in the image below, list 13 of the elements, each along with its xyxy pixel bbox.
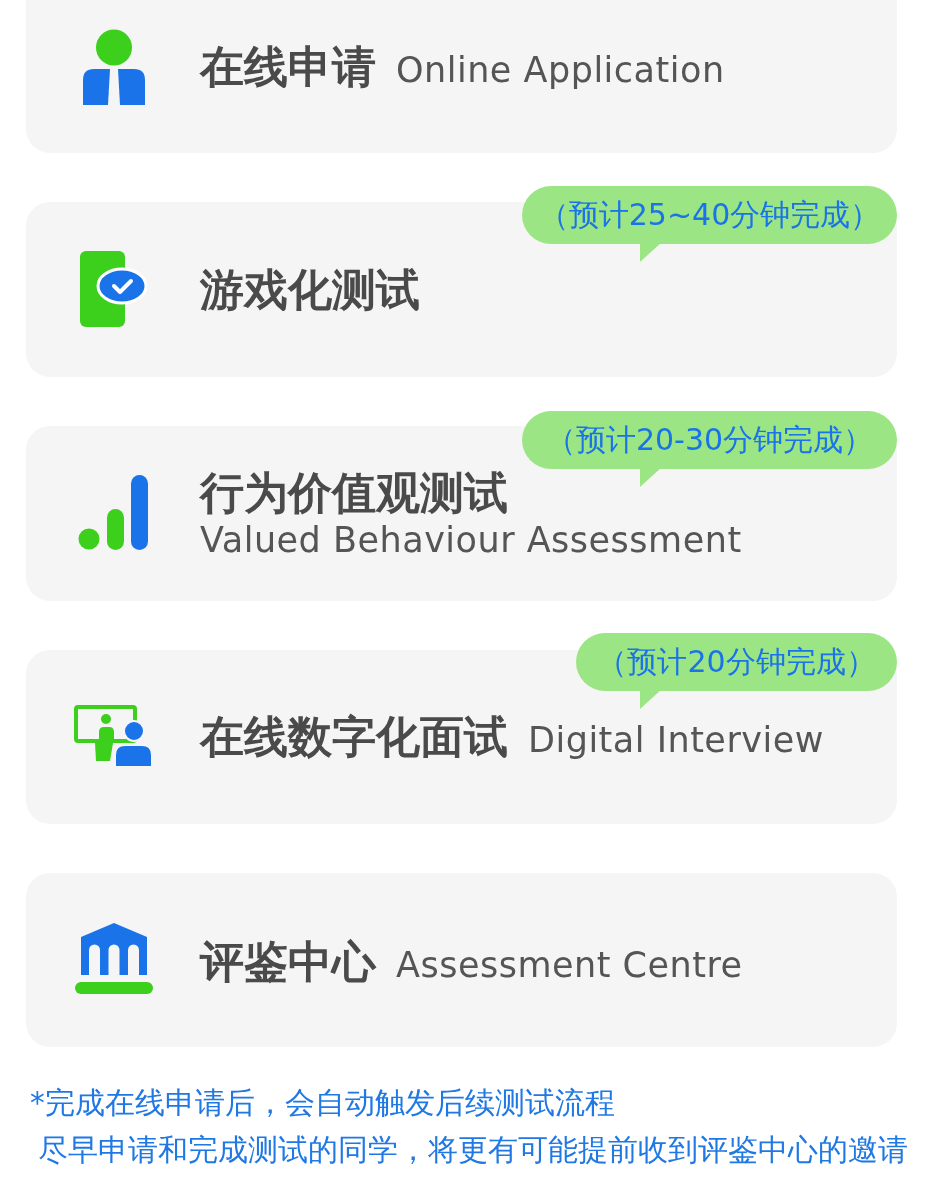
footnote: *完成在线申请后，会自动触发后续测试流程 [30,1086,615,1122]
step-subtitle: Valued Behaviour Assessment [200,520,742,561]
step-title: 行为价值观测试 [200,467,508,519]
step-title: 游戏化测试 [200,264,420,316]
step-title: 在线申请 [200,41,376,93]
step-subtitle: Online Application [396,49,725,90]
step-card [26,0,897,153]
step-subtitle: Digital Interview [528,719,824,760]
footnote: 尽早申请和完成测试的同学，将更有可能提前收到评鉴中心的邀请 [38,1133,908,1169]
step-title: 评鉴中心 [200,936,376,988]
step-card [26,873,897,1047]
step-subtitle: Assessment Centre [396,944,743,985]
step-title: 在线数字化面试 [200,711,508,763]
